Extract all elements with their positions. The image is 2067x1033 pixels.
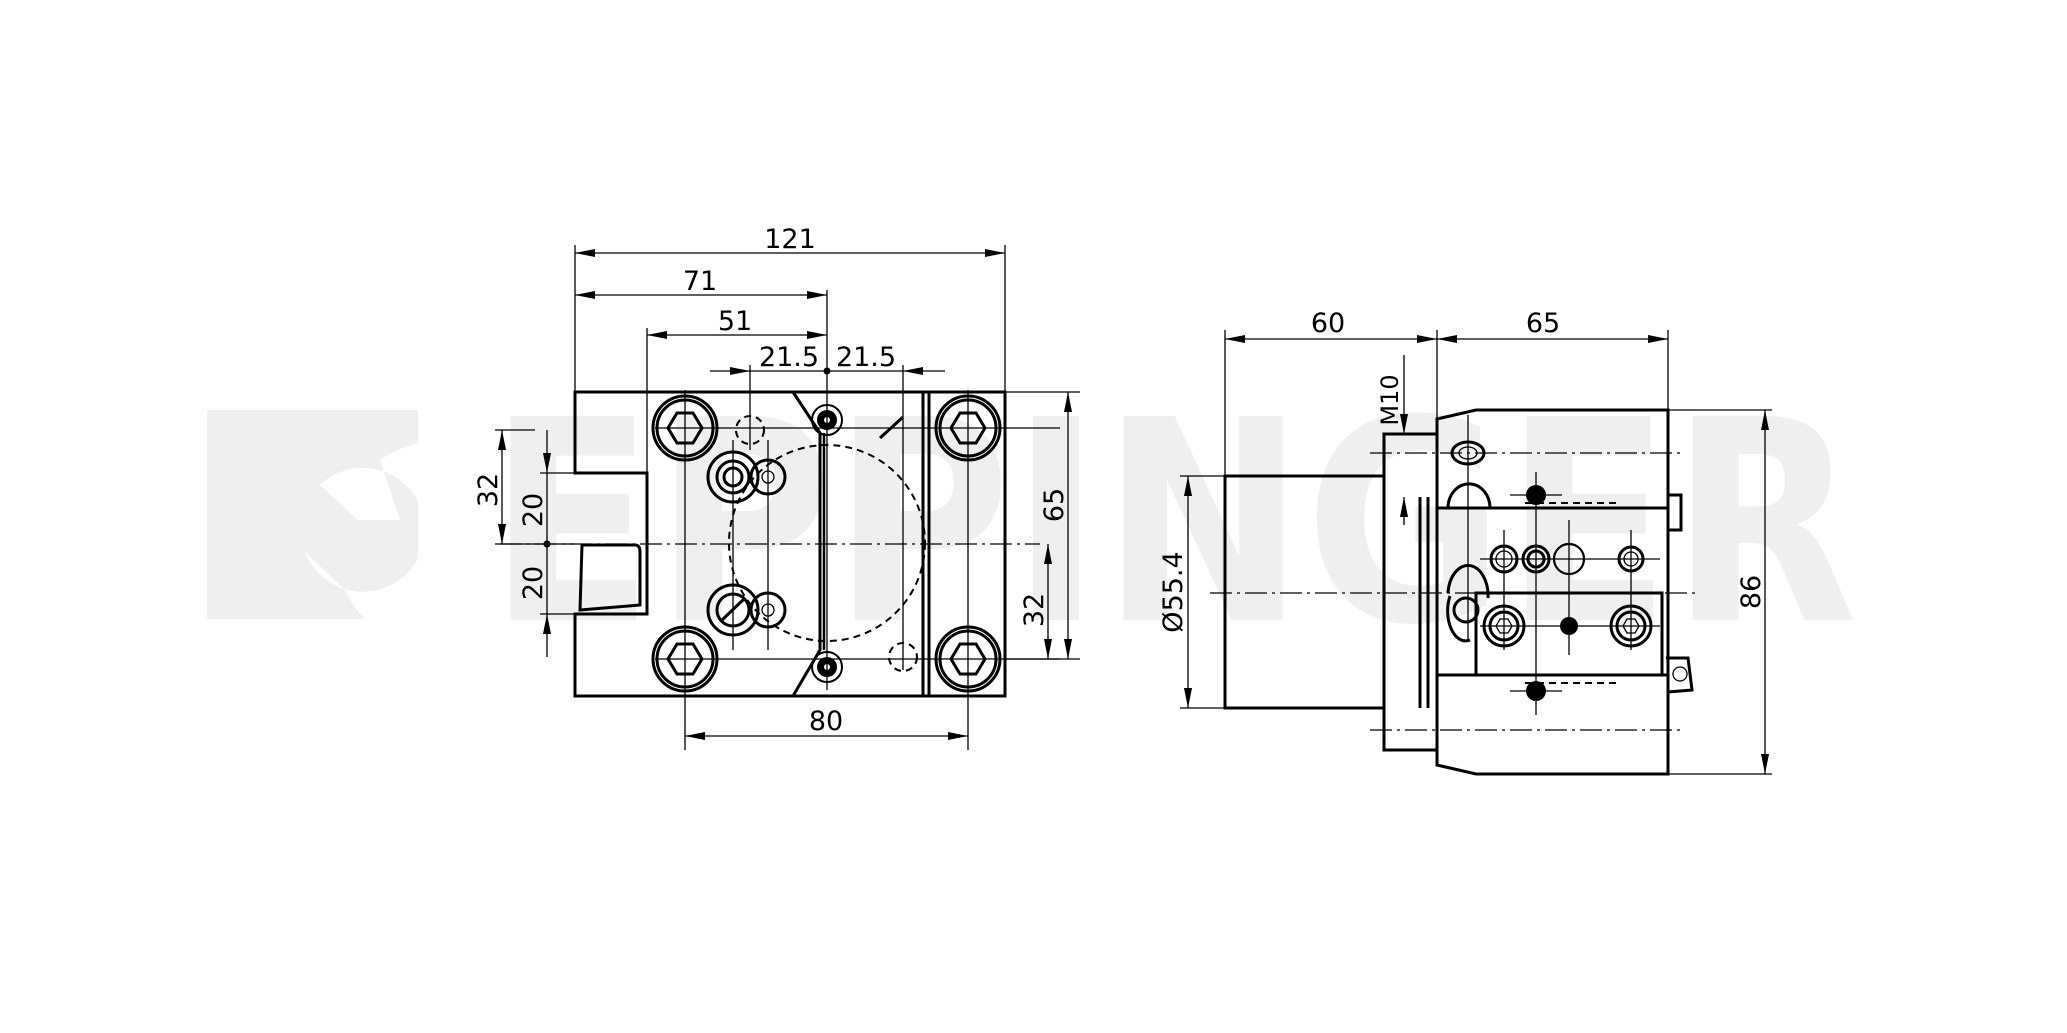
dim-60: 60 [1311, 308, 1345, 339]
dim-65-height: 65 [1039, 488, 1070, 522]
dim-m10: M10 [1376, 374, 1404, 425]
watermark: EPPINGER [207, 361, 1858, 687]
logo-e-icon [305, 440, 546, 651]
dim-32-left: 32 [473, 473, 504, 507]
dim-20-upper: 20 [518, 493, 549, 527]
dim-86: 86 [1736, 575, 1767, 609]
slot-insert [578, 543, 642, 612]
dim-80: 80 [809, 706, 843, 737]
side-view: 60 65 M10 Ø55.4 86 [1158, 308, 1772, 776]
dim-71: 71 [683, 266, 717, 297]
dim-51: 51 [718, 306, 752, 337]
front-view: 121 71 51 21.5 21.5 80 32 20 20 65 32 [473, 224, 1080, 750]
dim-shank-diameter: Ø55.4 [1158, 551, 1189, 632]
dim-65-length: 65 [1526, 308, 1560, 339]
dim-21-5-left: 21.5 [759, 342, 819, 373]
dim-21-5-right: 21.5 [836, 342, 896, 373]
dim-20-lower: 20 [518, 566, 549, 600]
dim-32-right: 32 [1019, 593, 1050, 627]
dim-121: 121 [764, 224, 816, 255]
